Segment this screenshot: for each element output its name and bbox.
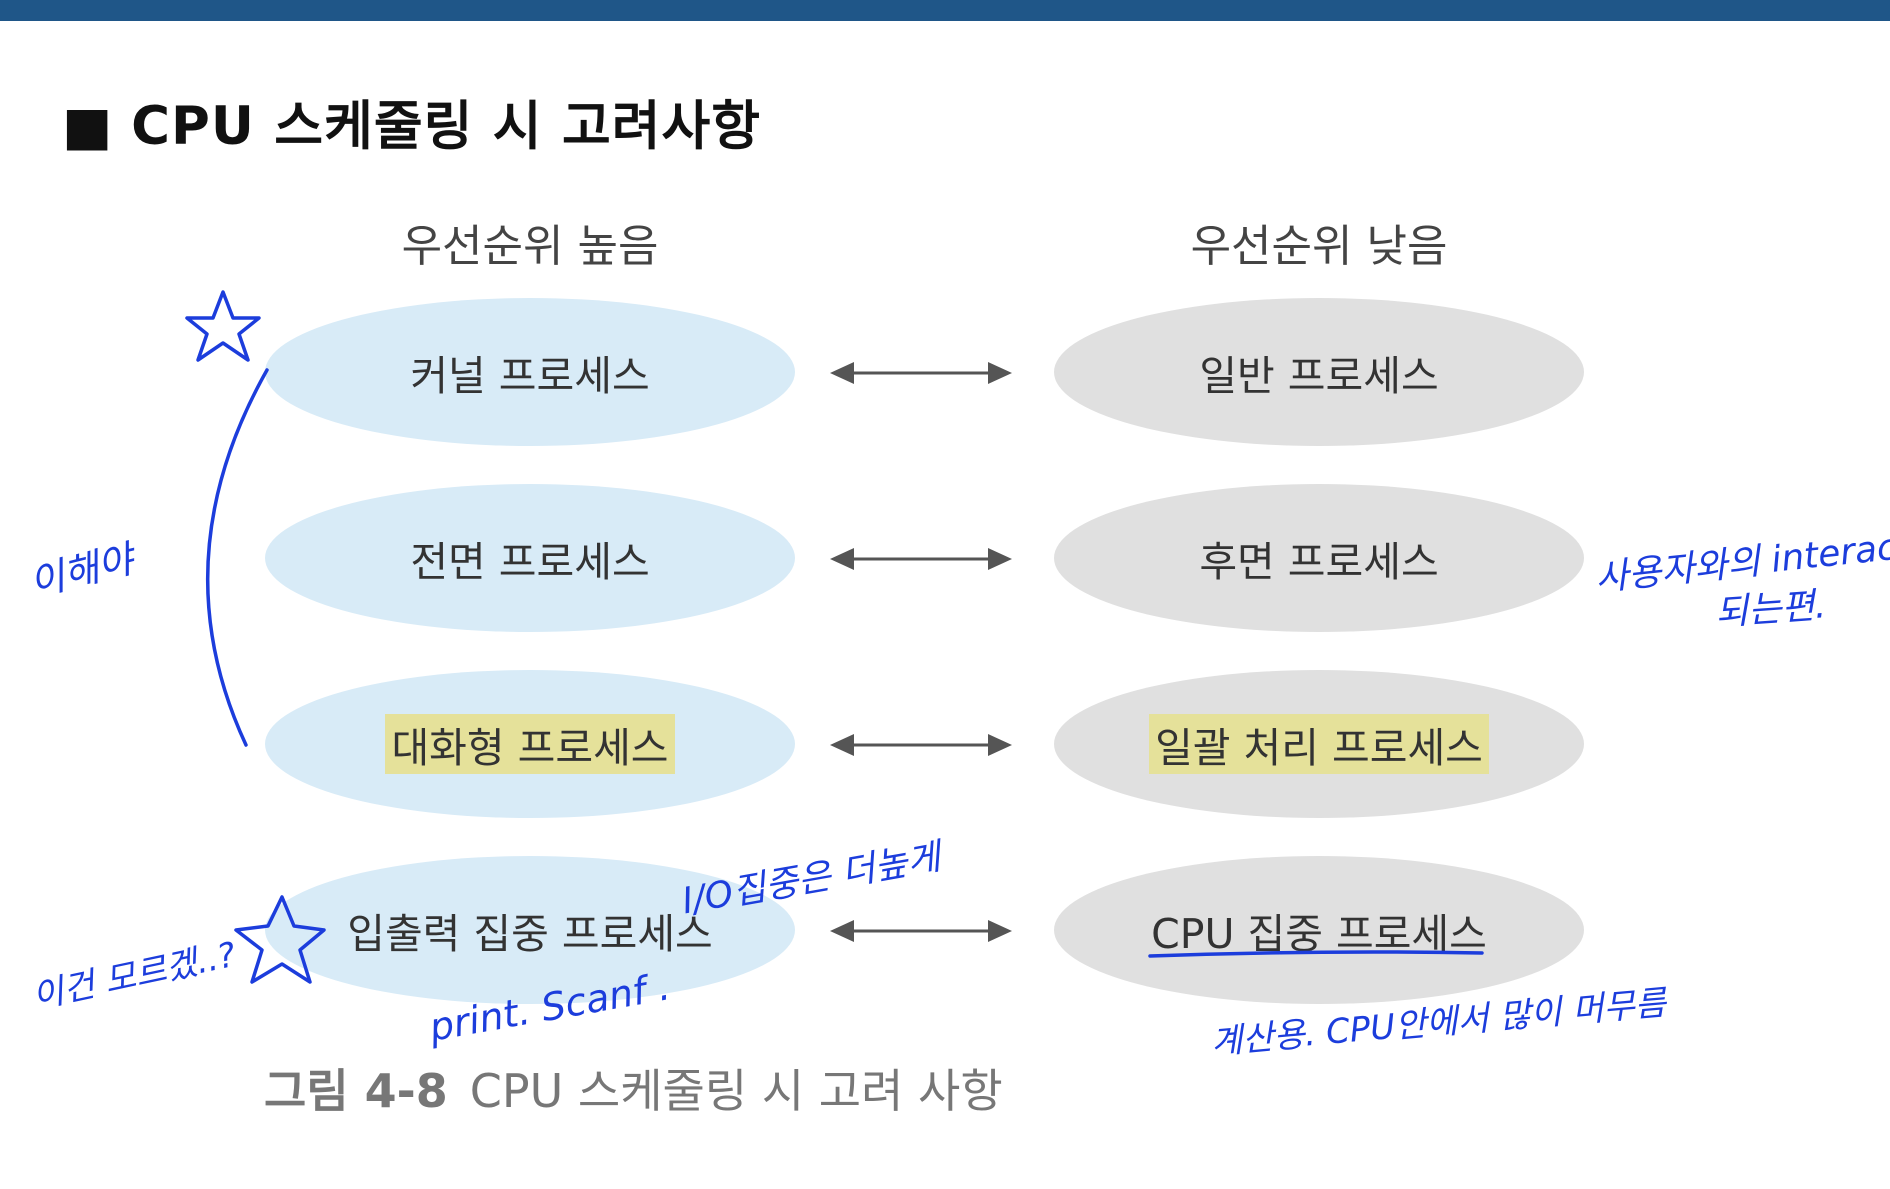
ellipse-kernel-process: 커널 프로세스	[265, 298, 795, 446]
label-interactive-process: 대화형 프로세스	[385, 714, 675, 774]
star-icon	[185, 290, 261, 362]
page-title: ■ CPU 스케줄링 시 고려사항	[62, 84, 761, 160]
ellipse-batch-process: 일괄 처리 프로세스	[1054, 670, 1584, 818]
label-background-process: 후면 프로세스	[1199, 538, 1439, 586]
cpu-underline	[1148, 950, 1484, 958]
title-bullet: ■	[62, 96, 114, 157]
label-io-bound-process: 입출력 집중 프로세스	[347, 910, 713, 958]
star-icon	[234, 895, 326, 984]
column-header-high: 우선순위 높음	[401, 221, 659, 272]
bracket-arc	[205, 368, 269, 747]
label-foreground-process: 전면 프로세스	[410, 538, 650, 586]
label-cpu-bound-process: CPU 집중 프로세스	[1151, 910, 1487, 958]
label-kernel-process: 커널 프로세스	[410, 352, 650, 400]
ellipse-io-bound-process: 입출력 집중 프로세스	[265, 856, 795, 1004]
ellipse-foreground-process: 전면 프로세스	[265, 484, 795, 632]
title-text: CPU 스케줄링 시 고려사항	[131, 96, 762, 157]
caption-text: CPU 스케줄링 시 고려 사항	[469, 1064, 1003, 1118]
ellipse-interactive-process: 대화형 프로세스	[265, 670, 795, 818]
note-interaction-line2: 되는편.	[1713, 585, 1828, 634]
ellipse-cpu-bound-process: CPU 집중 프로세스	[1054, 856, 1584, 1004]
column-header-low: 우선순위 낮음	[1190, 221, 1448, 272]
ellipse-background-process: 후면 프로세스	[1054, 484, 1584, 632]
double-arrow-icon	[830, 734, 1012, 756]
caption-number: 그림 4-8	[264, 1064, 448, 1118]
label-batch-process: 일괄 처리 프로세스	[1149, 714, 1489, 774]
label-general-process: 일반 프로세스	[1199, 352, 1439, 400]
double-arrow-icon	[830, 920, 1012, 942]
ellipse-general-process: 일반 프로세스	[1054, 298, 1584, 446]
figure-caption: 그림 4-8 CPU 스케줄링 시 고려 사항	[264, 1055, 1003, 1121]
double-arrow-icon	[830, 548, 1012, 570]
top-bar	[0, 0, 1890, 21]
double-arrow-icon	[830, 362, 1012, 384]
